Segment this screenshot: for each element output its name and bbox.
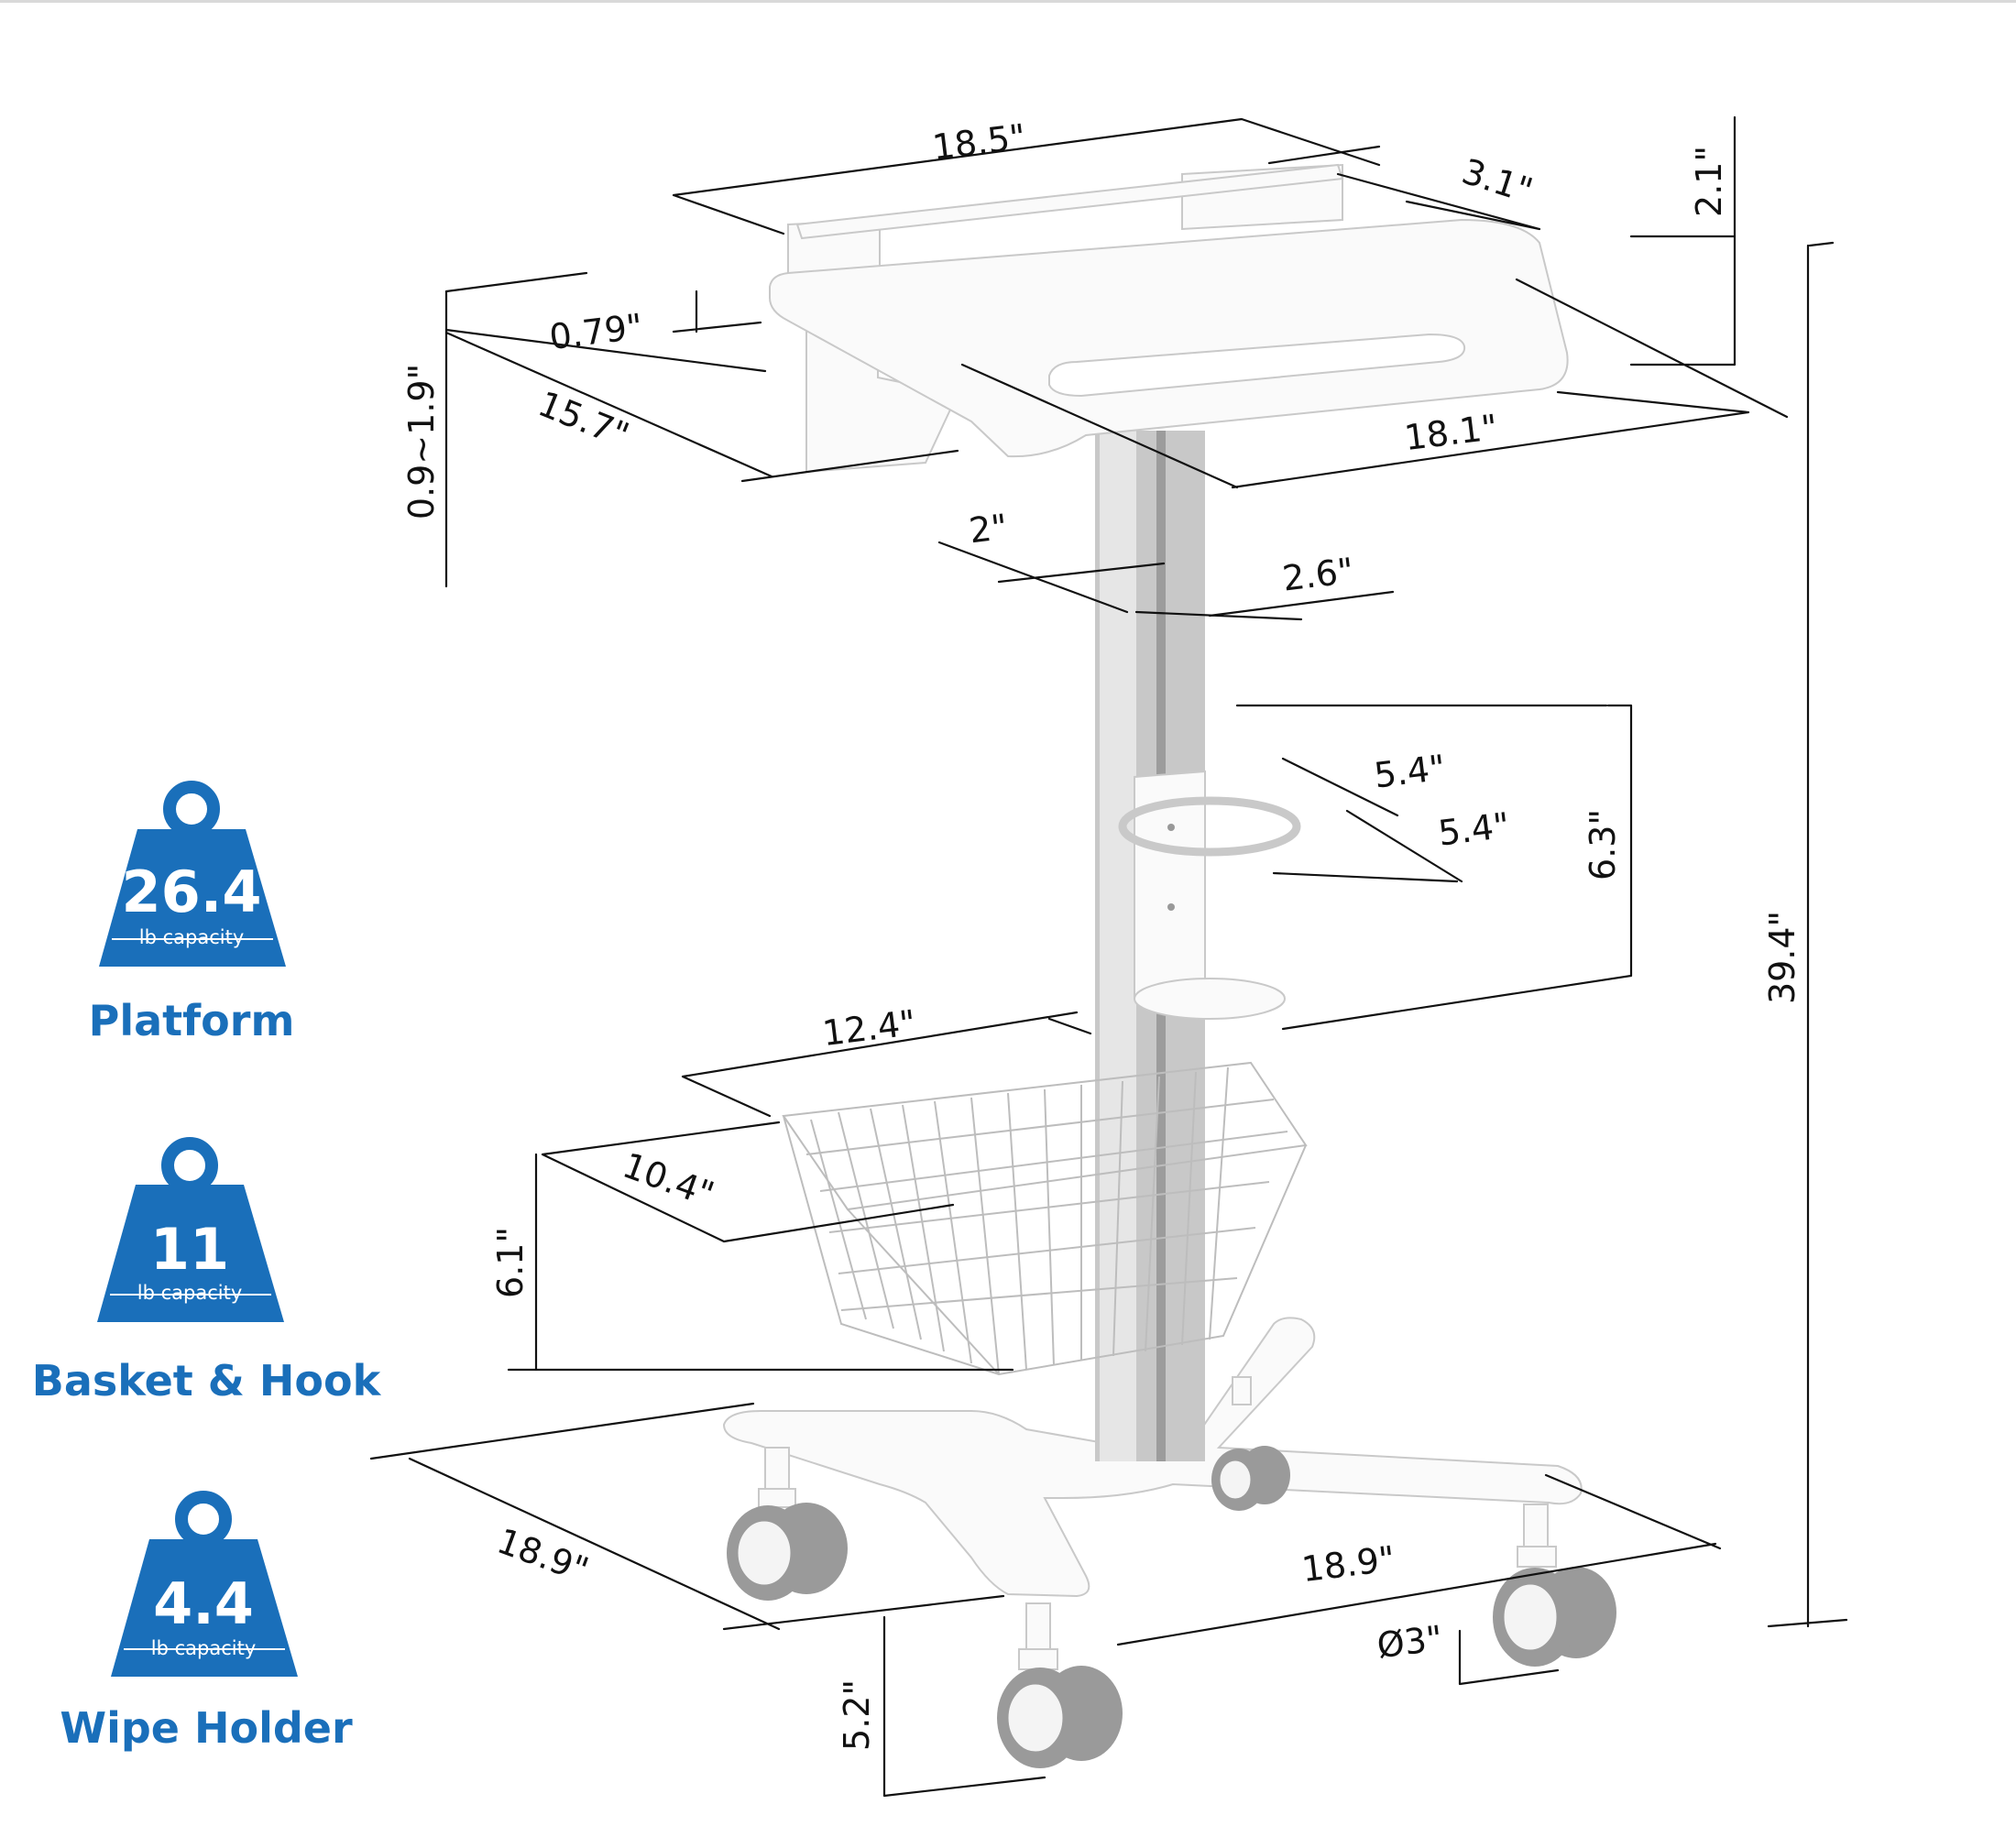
dim-pole-side-a: 2" (967, 507, 1010, 552)
caster-wheel-left (727, 1447, 848, 1601)
capacity-value: 4.4 (153, 1570, 254, 1637)
capacity-value: 11 (150, 1216, 229, 1283)
dim-wheel-diameter: Ø3" (1375, 1618, 1444, 1666)
dim-total-height: 39.4" (1762, 911, 1802, 1004)
wire-basket (782, 1061, 1308, 1376)
dim-basket-width: 12.4" (820, 1002, 918, 1054)
capacity-unit: lb capacity (151, 1637, 257, 1659)
wipe-holder (1118, 770, 1301, 1020)
dim-holder-depth: 5.4" (1436, 805, 1512, 854)
capacity-label: Basket & Hook (32, 1356, 382, 1405)
dim-wheel-height: 5.2" (837, 1679, 877, 1751)
capacity-label: Platform (89, 996, 295, 1045)
caster-wheel-front (997, 1602, 1123, 1768)
cart-drawing (722, 163, 1616, 1768)
cart-platform (769, 163, 1569, 474)
dimension-lines (369, 115, 1848, 1798)
dim-basket-height: 6.1" (490, 1227, 531, 1298)
dim-base-width: 18.9" (1299, 1538, 1397, 1590)
dim-lip-height: 0.79" (547, 306, 645, 357)
top-border (0, 0, 2016, 3)
dim-base-depth: 18.9" (492, 1521, 594, 1591)
dim-holder-height: 6.3" (1583, 809, 1623, 880)
weight-icon (99, 781, 286, 967)
dimension-labels: 18.5" 3.1" 2.1" 0.79" 15.7" 0.9~1.9" 18.… (401, 116, 1802, 1751)
dim-rail-depth: 3.1" (1457, 151, 1538, 212)
dim-pole-side-b: 2.6" (1280, 551, 1356, 599)
capacity-badge-basket: 11 lb capacity Basket & Hook (32, 1137, 382, 1405)
capacity-unit: lb capacity (139, 926, 245, 948)
weight-icon (97, 1137, 284, 1322)
dim-holder-width: 5.4" (1372, 748, 1448, 796)
weight-icon (111, 1491, 298, 1677)
caster-wheel-right (1493, 1504, 1616, 1667)
dim-basket-depth: 10.4" (618, 1145, 719, 1215)
capacity-value: 26.4 (122, 858, 262, 925)
capacity-unit: lb capacity (137, 1282, 243, 1304)
dim-rail-height: 2.1" (1689, 146, 1729, 217)
dim-rail-width: 18.5" (930, 116, 1028, 168)
caster-wheel-back (1211, 1376, 1290, 1511)
capacity-badge-wipe-holder: 4.4 lb capacity Wipe Holder (60, 1491, 353, 1753)
capacity-label: Wipe Holder (60, 1703, 353, 1753)
capacity-badge-platform: 26.4 lb capacity Platform (89, 781, 295, 1045)
dim-platform-adjust: 0.9~1.9" (401, 364, 442, 519)
